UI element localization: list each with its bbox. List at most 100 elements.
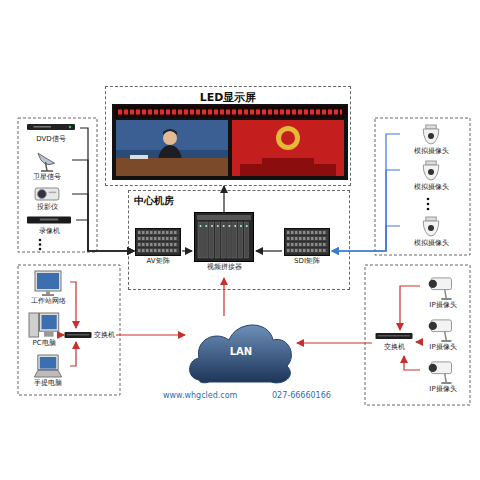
- node-label: 卫星信号: [33, 173, 61, 181]
- building-silhouette: [240, 158, 336, 176]
- dvd-player: DVD信号: [22, 120, 80, 146]
- node-label: 交换机: [94, 331, 115, 339]
- ellipsis-dot: [39, 239, 42, 242]
- signal-connector: [400, 286, 420, 330]
- node-label: 录像机: [39, 227, 60, 235]
- signal-connector: [223, 278, 224, 316]
- sdi-matrix-icon: [284, 228, 330, 256]
- screen-frame: [112, 104, 348, 180]
- cloud-text-box: LAN: [185, 316, 297, 386]
- node-label: 手提电脑: [34, 379, 62, 387]
- lan-cloud: LAN: [185, 316, 297, 386]
- signal-connector: [332, 170, 400, 251]
- node-label: LED显示屏: [106, 90, 350, 105]
- analog-camera-icon: [418, 160, 444, 182]
- ellipsis-dot: [39, 248, 42, 251]
- ip-camera-icon: [426, 274, 460, 300]
- signal-connector: [416, 341, 420, 342]
- signal-connector: [256, 250, 282, 251]
- person-body: [158, 145, 182, 160]
- satellite-dish-icon: [32, 150, 62, 172]
- sdi-matrix: SDI矩阵: [282, 228, 332, 274]
- emblem-inner: [281, 131, 295, 145]
- signal-connector: [223, 186, 224, 212]
- ellipsis-dot: [427, 203, 430, 206]
- display-group: LED显示屏: [105, 86, 351, 186]
- node-label: SDI矩阵: [294, 257, 320, 265]
- screen-right-panel: [232, 120, 344, 176]
- group-frame: [375, 118, 470, 255]
- analog-camera-icon: [418, 216, 444, 238]
- node-label: AV矩阵: [146, 257, 169, 265]
- signal-connector: [332, 226, 400, 251]
- node-label: 模拟摄像头: [414, 183, 449, 191]
- led-screen-illustration: [112, 104, 348, 180]
- machine-room-group: 中心机房 AV矩阵视频拼接器 SDI矩阵: [128, 190, 350, 290]
- ellipsis-dot: [427, 208, 430, 211]
- analog-camera: 模拟摄像头: [400, 124, 462, 158]
- footer-note: 027-66660166: [272, 391, 331, 401]
- group-frame: [365, 265, 470, 405]
- ticker-dots: [118, 110, 342, 115]
- analog-camera: 模拟摄像头: [400, 160, 462, 194]
- ip-camera: IP摄像头: [420, 274, 466, 312]
- node-label: 工作站网络: [31, 297, 66, 305]
- analog-camera: 模拟摄像头: [400, 216, 462, 250]
- node-label: 投影仪: [37, 203, 58, 211]
- node-label: 交换机: [384, 343, 405, 351]
- screen-ticker: [114, 106, 346, 118]
- node-label: 模拟摄像头: [414, 239, 449, 247]
- group-frame: [18, 265, 120, 395]
- node-label: 视频拼接器: [207, 263, 242, 271]
- node-label: IP摄像头: [429, 343, 456, 351]
- video-splicer: 视频拼接器: [192, 212, 256, 278]
- node-label: PC电脑: [32, 339, 55, 347]
- signal-connector: [80, 128, 134, 251]
- satellite-dish: 卫星信号: [22, 150, 72, 182]
- laptop-icon: [31, 354, 65, 378]
- node-label: DVD信号: [36, 135, 65, 143]
- pc-computer-icon: [28, 312, 60, 338]
- ip-camera: IP摄像头: [420, 316, 466, 354]
- av-matrix-icon: [135, 228, 181, 256]
- network-switch: 交换机: [64, 328, 116, 342]
- group-frame: [18, 118, 97, 252]
- pc-computer: PC电脑: [26, 312, 62, 350]
- node-label: IP摄像头: [429, 385, 456, 393]
- workstation-icon: [33, 270, 63, 296]
- network-switch-icon: [64, 330, 92, 340]
- video-splicer-icon: [194, 212, 254, 262]
- video-recorder: 录像机: [22, 214, 76, 236]
- signal-connector: [62, 334, 64, 335]
- projector: 投影仪: [22, 186, 72, 212]
- ip-camera-icon: [426, 358, 460, 384]
- ip-camera: IP摄像头: [420, 358, 466, 396]
- signal-connector: [182, 250, 192, 251]
- panel-gap: [229, 120, 231, 176]
- signal-connector: [70, 342, 76, 366]
- signal-connector: [404, 356, 420, 370]
- desk: [116, 158, 228, 176]
- signal-connector: [72, 194, 134, 251]
- node-label: 中心机房: [134, 194, 174, 208]
- signal-connector: [70, 282, 76, 328]
- ip-camera-icon: [426, 316, 460, 342]
- signal-connector: [72, 160, 134, 251]
- workstation: 工作站网络: [26, 270, 70, 308]
- projector-icon: [30, 186, 64, 202]
- signal-connector: [116, 334, 185, 335]
- screen-left-panel: [116, 120, 228, 176]
- dvd-player-icon: [26, 120, 76, 134]
- video-recorder-icon: [26, 214, 72, 226]
- network-switch-icon: [375, 330, 413, 342]
- signal-connector: [76, 220, 134, 251]
- desk-paper: [130, 155, 148, 159]
- ellipsis-dot: [427, 198, 430, 201]
- network-switch: 交换机: [372, 330, 416, 356]
- node-label: IP摄像头: [429, 301, 456, 309]
- av-matrix: AV矩阵: [134, 228, 182, 274]
- signal-connector: [297, 342, 372, 343]
- ellipsis-dot: [39, 243, 42, 246]
